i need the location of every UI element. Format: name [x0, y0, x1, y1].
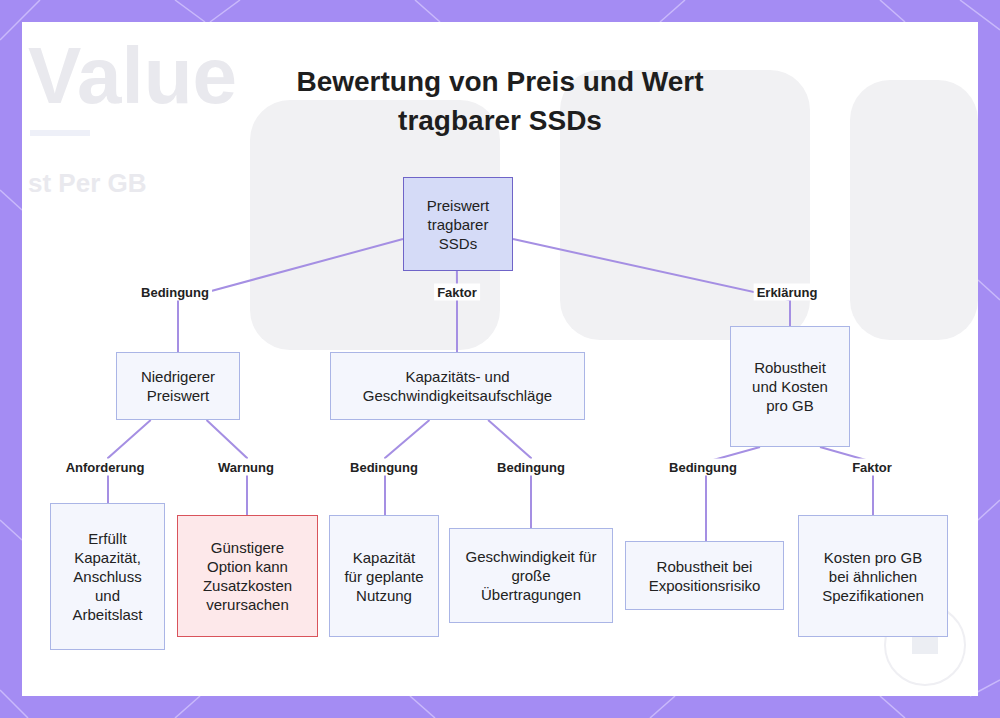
watermark-text: Value	[28, 30, 237, 122]
edge-label: Bedingung	[347, 459, 421, 476]
edge-label: Bedingung	[138, 284, 212, 301]
concept-box: Robustheit bei Expositionsrisiko	[625, 541, 784, 610]
box-text: Kapazitäts- und Geschwindigkeitsaufschlä…	[351, 367, 564, 405]
concept-box: Kapazität für geplante Nutzung	[329, 515, 439, 637]
diagram-title: Bewertung von Preis und Wert tragbarer S…	[250, 62, 750, 140]
warning-box: Günstigere Option kann Zusatzkosten veru…	[177, 515, 318, 637]
box-text: Erfüllt Kapazität, Anschluss und Arbeits…	[61, 529, 154, 624]
root-box: Preiswert tragbarer SSDs	[403, 177, 513, 271]
concept-box: Kapazitäts- und Geschwindigkeitsaufschlä…	[330, 352, 585, 420]
edge-label: Anforderung	[63, 459, 148, 476]
box-text: Günstigere Option kann Zusatzkosten veru…	[190, 538, 305, 614]
box-text: Niedrigerer Preiswert	[127, 367, 229, 405]
edge-label: Erklärung	[754, 284, 821, 301]
connector-line	[513, 239, 790, 326]
concept-box: Robustheit und Kosten pro GB	[730, 326, 850, 447]
concept-box: Niedrigerer Preiswert	[116, 352, 240, 420]
edge-label: Bedingung	[494, 459, 568, 476]
concept-box: Erfüllt Kapazität, Anschluss und Arbeits…	[50, 503, 165, 650]
concept-box: Kosten pro GB bei ähnlichen Spezifikatio…	[798, 515, 948, 637]
edge-label: Faktor	[849, 459, 895, 476]
connector-line	[820, 447, 873, 515]
edge-label: Bedingung	[666, 459, 740, 476]
watermark-text: st Per GB	[28, 168, 147, 199]
concept-box: Geschwindigkeit für große Übertragungen	[449, 528, 613, 623]
edge-label: Warnung	[215, 459, 277, 476]
box-text: Robustheit und Kosten pro GB	[745, 358, 835, 415]
box-text: Geschwindigkeit für große Übertragungen	[460, 547, 602, 604]
box-text: Preiswert tragbarer SSDs	[412, 196, 504, 253]
box-text: Kosten pro GB bei ähnlichen Spezifikatio…	[813, 548, 933, 605]
edge-label: Faktor	[434, 284, 480, 301]
box-text: Kapazität für geplante Nutzung	[342, 548, 426, 605]
box-text: Robustheit bei Expositionsrisiko	[636, 557, 773, 595]
